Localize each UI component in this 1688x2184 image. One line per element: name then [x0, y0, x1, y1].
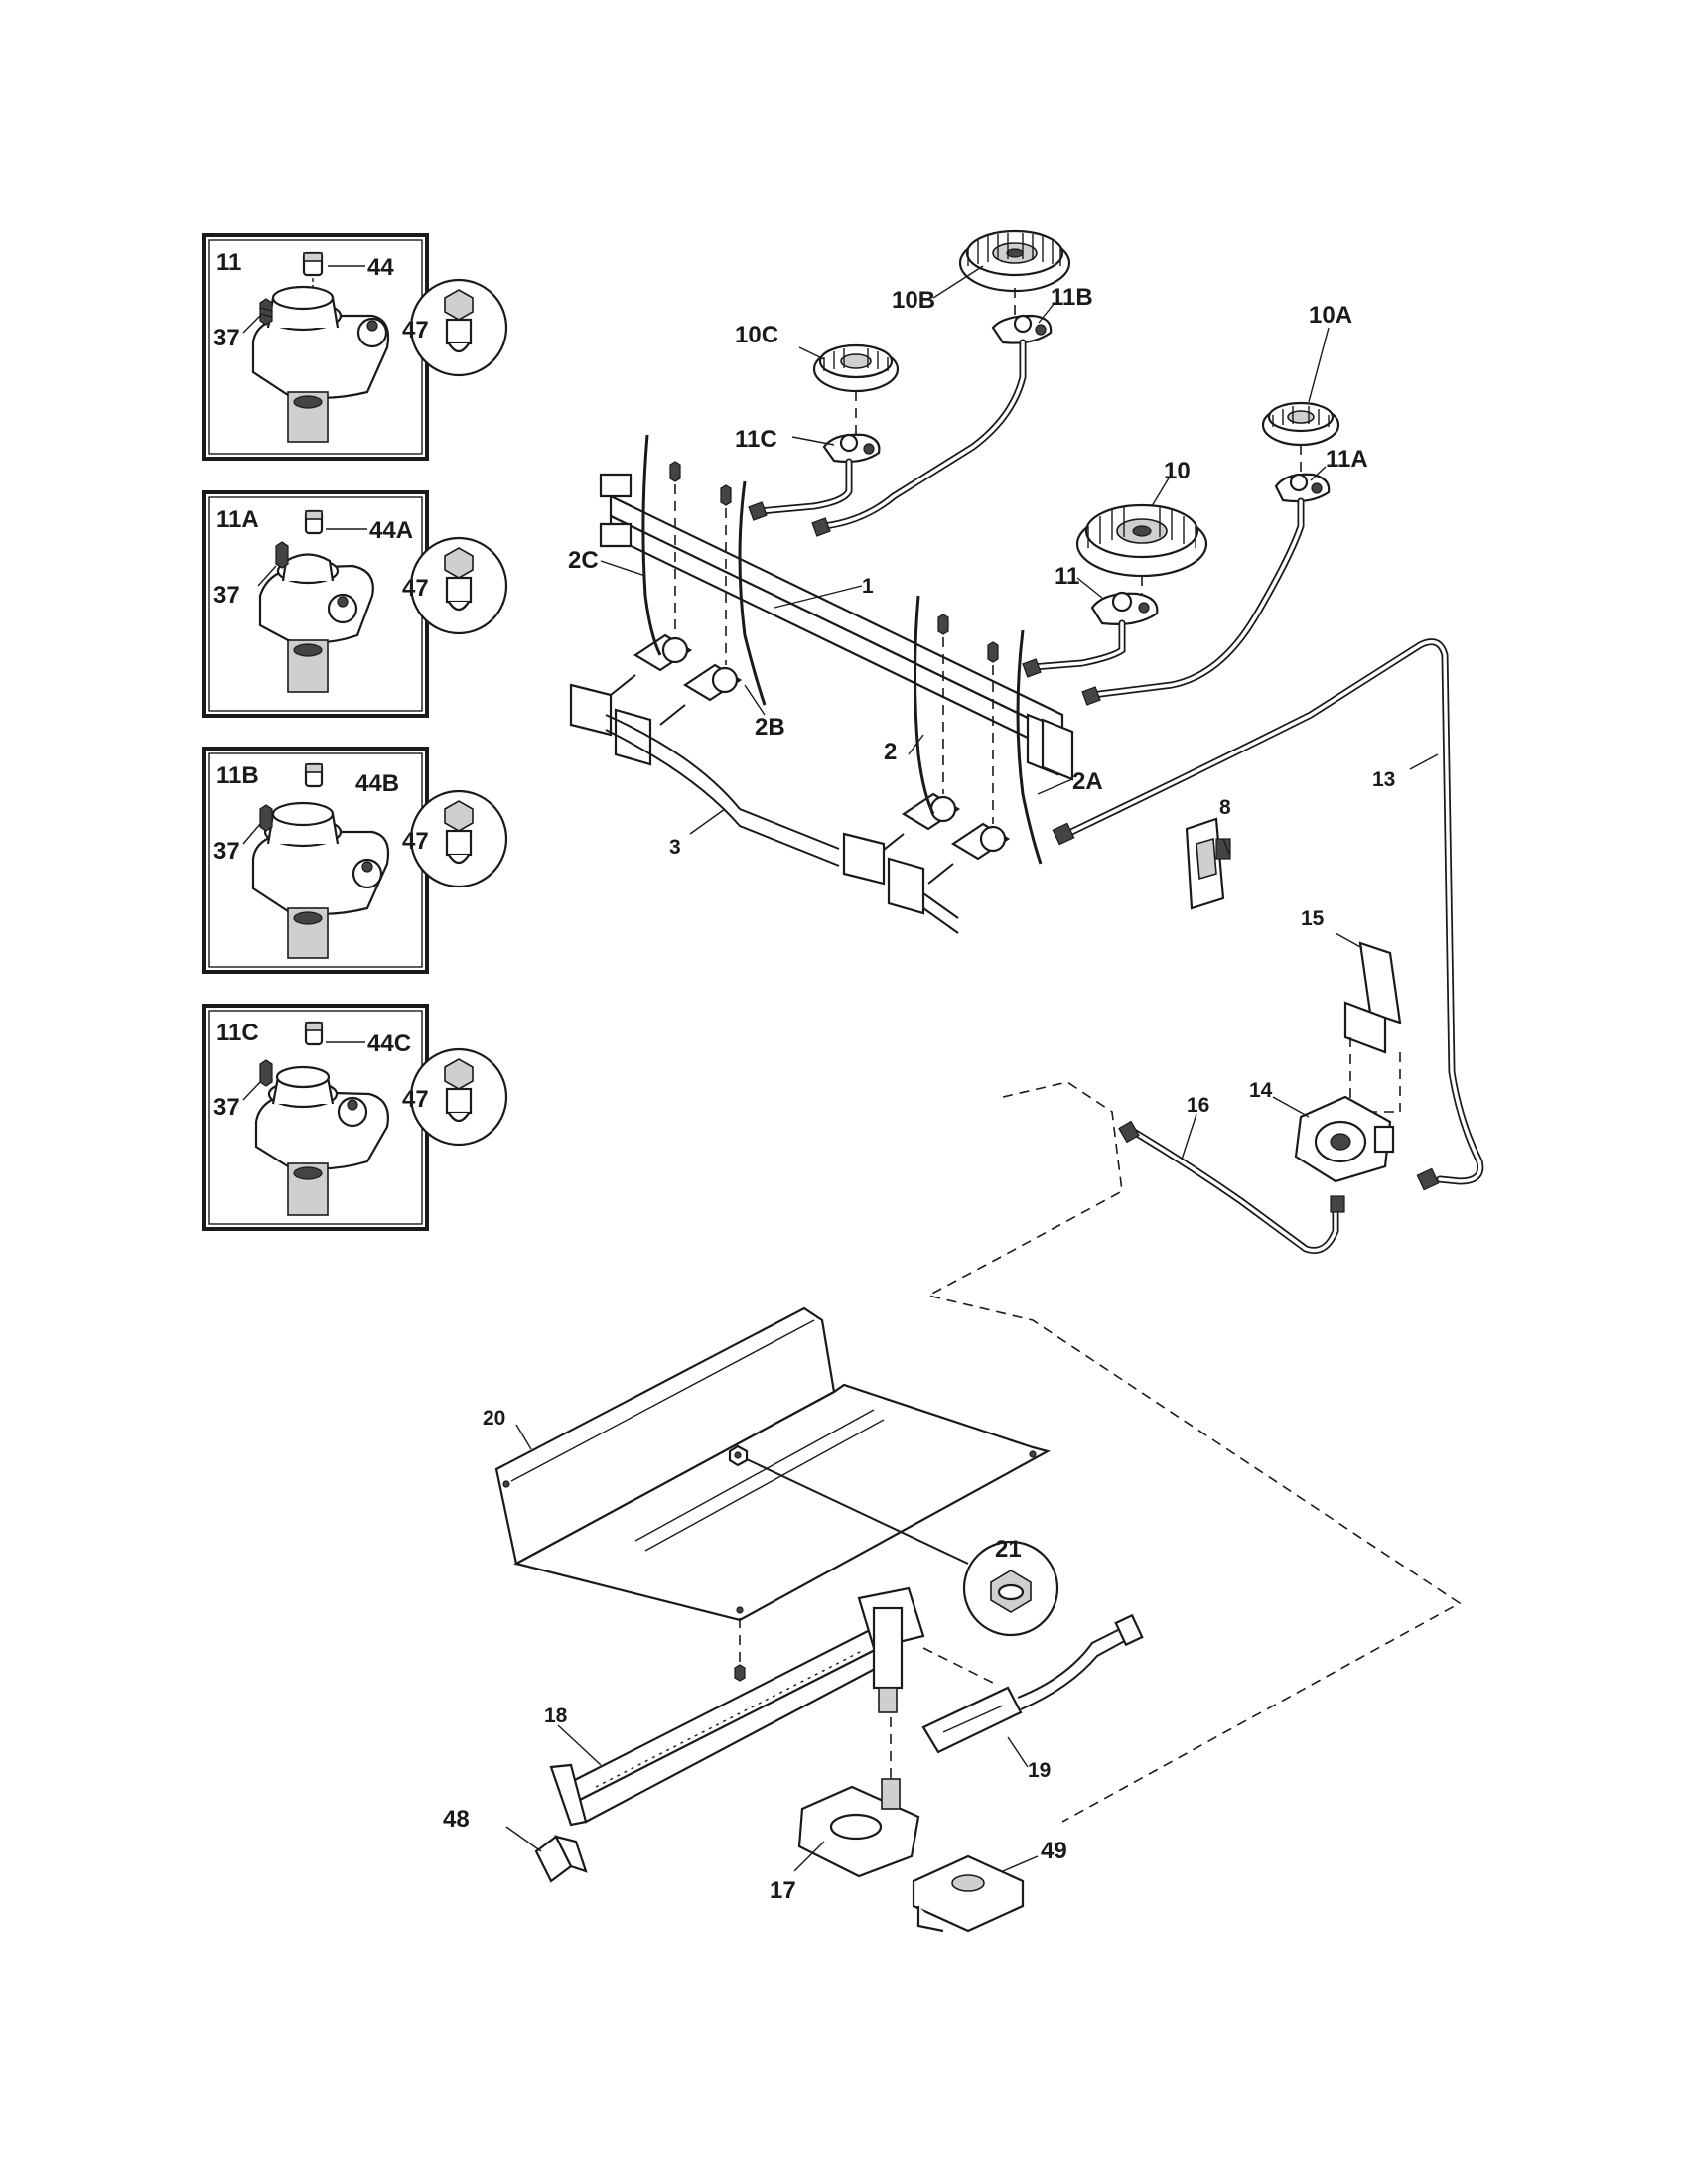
callout-10C: 10C: [735, 322, 778, 348]
cap-part: [304, 762, 324, 788]
burner-clip: [534, 1835, 588, 1883]
burner-10A: [1261, 401, 1340, 447]
callout-3: 3: [669, 836, 681, 859]
burner-10: [1075, 503, 1208, 578]
screw-part: [259, 804, 273, 832]
inset-panel-11B: 11B 44B 37 47: [202, 747, 508, 974]
valve-bracket: [912, 1854, 1025, 1933]
callout-1: 1: [862, 575, 874, 598]
ignitor-wires: [641, 434, 1043, 865]
inset-title: 11B: [216, 762, 259, 789]
callout-2B: 2B: [755, 714, 785, 741]
inset-title: 11: [216, 249, 241, 276]
orifice-label: 47: [402, 575, 429, 602]
burner-10B: [958, 229, 1071, 293]
callout-2A: 2A: [1072, 768, 1103, 795]
bake-burner: [549, 1586, 925, 1827]
callout-17: 17: [770, 1877, 796, 1904]
cap-label: 44A: [369, 517, 413, 544]
callout-48: 48: [443, 1806, 470, 1833]
callout-19: 19: [1028, 1759, 1051, 1782]
cap-part: [302, 251, 324, 288]
callout-10: 10: [1164, 458, 1191, 484]
callout-18: 18: [544, 1705, 568, 1727]
callout-labels: 10B 11B 10C 11C 10A 11A 10 11 1 2C 2B 2 …: [443, 284, 1395, 1904]
spark-module: [1185, 817, 1231, 910]
burner-base-11A: [1274, 473, 1331, 503]
callout-15: 15: [1301, 907, 1325, 930]
callout-13: 13: [1372, 768, 1395, 791]
flex-gas-line: [1118, 1120, 1345, 1254]
inset-panel-11: 11 44 37 47: [202, 233, 508, 461]
burner-tubes: [756, 339, 1305, 699]
pressure-regulator: [1294, 1095, 1395, 1183]
callout-11C: 11C: [735, 426, 777, 453]
manifold-rail: [599, 473, 1074, 781]
burner-10C: [812, 343, 900, 393]
callout-21: 21: [995, 1536, 1022, 1563]
callout-2C: 2C: [568, 547, 599, 574]
oven-igniter: [921, 1613, 1144, 1754]
cap-label: 44B: [355, 770, 399, 797]
oven-valve: [797, 1717, 920, 1878]
inset-panel-11A: 11A 44A 37 47: [202, 490, 508, 718]
heat-deflector: [494, 1306, 1051, 1622]
callout-11A: 11A: [1326, 446, 1368, 473]
callout-14: 14: [1249, 1079, 1273, 1102]
leader-lines: [505, 265, 1439, 1872]
screw-label: 37: [213, 582, 240, 609]
screw-label: 37: [213, 838, 240, 865]
orifice-label: 47: [402, 828, 429, 855]
orifice-detail-circle: [409, 789, 508, 888]
cap-label: 44C: [367, 1030, 411, 1057]
screw-part: [275, 541, 289, 569]
orifice-detail-circle: [409, 278, 508, 377]
gas-supply-tube: [1052, 638, 1484, 1191]
inset-title: 11C: [216, 1020, 259, 1046]
manifold-screws: [669, 461, 999, 663]
cap-part: [304, 1021, 324, 1046]
cap-label: 44: [367, 254, 394, 281]
inset-title: 11A: [216, 506, 259, 533]
orifice-label: 47: [402, 1086, 429, 1113]
valve-row-left: [610, 633, 743, 726]
cap-part: [304, 509, 324, 535]
callout-2: 2: [884, 739, 897, 765]
callout-49: 49: [1041, 1838, 1067, 1864]
burner-head-part: [258, 553, 374, 693]
burner-base-11C: [822, 433, 881, 464]
burner-base-11B: [991, 314, 1053, 344]
orifice-detail-circle: [409, 1047, 508, 1147]
inset-panel-11C: 11C 44C 37 47: [202, 1004, 508, 1231]
callout-11: 11: [1055, 563, 1079, 590]
nut-detail-circle: [962, 1540, 1059, 1637]
orifice-detail-circle: [409, 536, 508, 635]
burner-base-11: [1090, 591, 1159, 625]
callout-10B: 10B: [892, 287, 935, 314]
orifice-label: 47: [402, 317, 429, 343]
callout-8: 8: [1219, 796, 1231, 819]
regulator-bracket: [1343, 941, 1402, 1113]
callout-16: 16: [1187, 1094, 1209, 1117]
control-bracket: [569, 683, 959, 934]
callout-11B: 11B: [1051, 284, 1093, 311]
screw-label: 37: [213, 325, 240, 351]
screw-part: [259, 1059, 273, 1087]
burner-head-part: [251, 285, 390, 443]
nut-part: [728, 1444, 749, 1467]
screw-label: 37: [213, 1094, 240, 1121]
burner-head-part: [254, 1065, 389, 1216]
callout-20: 20: [483, 1407, 505, 1430]
callout-10A: 10A: [1309, 302, 1352, 329]
burner-head-part: [251, 801, 390, 959]
tube-fittings: [748, 501, 1101, 706]
screw-part: [259, 298, 273, 326]
